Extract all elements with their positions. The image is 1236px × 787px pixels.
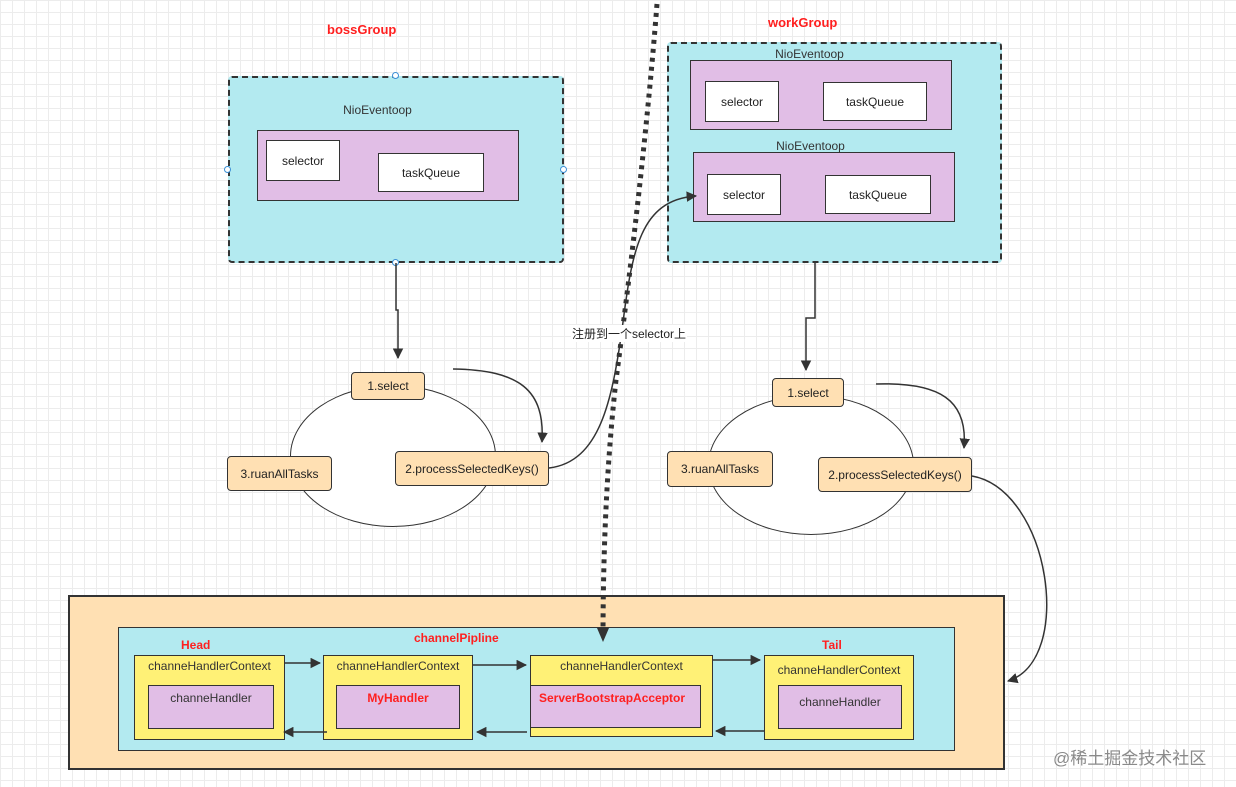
handler-label: ServerBootstrapAcceptor xyxy=(539,691,686,705)
register-label: 注册到一个selector上 xyxy=(571,325,688,342)
boss-run-tasks-step[interactable]: 3.ruanAllTasks xyxy=(227,456,332,491)
handler-label: channeHandler xyxy=(170,691,252,705)
context-title: channeHandlerContext xyxy=(560,659,683,673)
work-selector-box-1[interactable]: selector xyxy=(705,81,779,122)
handler-label: channeHandler xyxy=(799,695,881,709)
boss-task-queue-box[interactable]: taskQueue xyxy=(378,153,484,192)
work-task-queue-box-2[interactable]: taskQueue xyxy=(825,175,931,214)
divider-arrowhead xyxy=(597,628,609,642)
work-select-step[interactable]: 1.select xyxy=(772,378,844,407)
watermark: @稀土掘金技术社区 xyxy=(1053,749,1207,768)
handler-tail[interactable]: channeHandler xyxy=(778,685,902,729)
work-select-to-process-arrow xyxy=(875,383,971,450)
work-task-queue-box-1[interactable]: taskQueue xyxy=(823,82,927,121)
tail-label: Tail xyxy=(822,638,842,652)
context-title: channeHandlerContext xyxy=(777,663,901,677)
resize-handle-left[interactable] xyxy=(224,166,231,173)
handler-head[interactable]: channeHandler xyxy=(148,685,274,729)
boss-selector-box[interactable]: selector xyxy=(266,140,340,181)
work-event-loop-2-title: NioEventoop xyxy=(776,139,845,153)
boss-select-to-process-arrow xyxy=(452,368,548,444)
head-label: Head xyxy=(181,638,211,652)
work-process-keys-step[interactable]: 2.processSelectedKeys() xyxy=(818,457,972,492)
work-selector-box-2[interactable]: selector xyxy=(707,174,781,215)
work-event-loop-1-title: NioEventoop xyxy=(775,47,844,61)
handler-label: MyHandler xyxy=(367,691,429,705)
divider-dotted-line xyxy=(600,3,660,641)
resize-handle-top[interactable] xyxy=(392,72,399,79)
boss-process-keys-step[interactable]: 2.processSelectedKeys() xyxy=(395,451,549,486)
boss-group-title: bossGroup xyxy=(327,22,397,37)
handler-acceptor[interactable]: ServerBootstrapAcceptor xyxy=(530,685,701,728)
boss-to-select-arrow xyxy=(392,263,404,360)
handler-my-handler[interactable]: MyHandler xyxy=(336,685,460,729)
context-title: channeHandlerContext xyxy=(148,659,271,673)
work-to-select-arrow xyxy=(800,263,816,372)
work-run-tasks-step[interactable]: 3.ruanAllTasks xyxy=(667,451,773,487)
process-to-pipeline-arrow xyxy=(971,475,1048,684)
context-title: channeHandlerContext xyxy=(336,659,460,673)
boss-event-loop-title: NioEventoop xyxy=(343,103,412,117)
resize-handle-right[interactable] xyxy=(560,166,567,173)
work-group-title: workGroup xyxy=(768,15,838,30)
boss-select-step[interactable]: 1.select xyxy=(351,372,425,400)
pipeline-title: channelPipline xyxy=(414,631,499,645)
